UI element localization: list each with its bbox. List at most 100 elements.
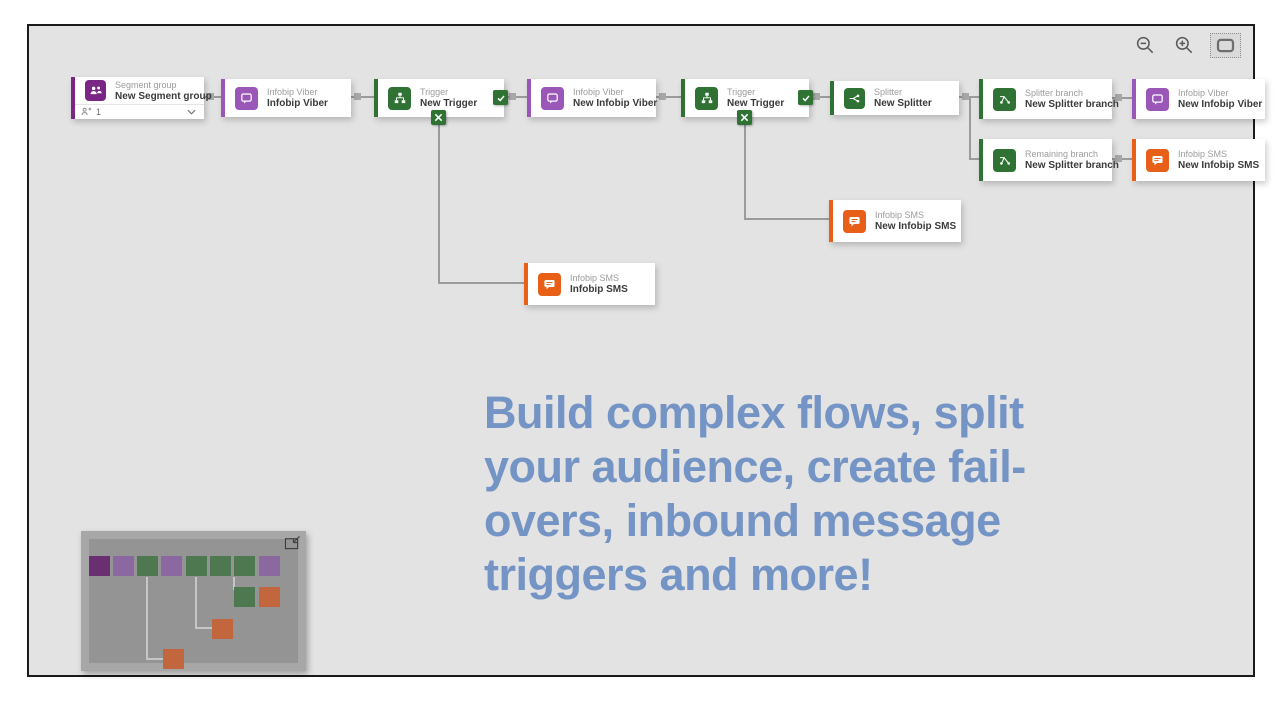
connector [656,96,681,98]
sms-chat-icon [538,272,561,296]
person-add-icon [81,106,92,119]
node-accent [979,139,983,181]
flow-node-segment-group[interactable]: Segment group New Segment group 1 [71,77,212,119]
connector-port [509,93,516,100]
connector-port [1115,94,1122,101]
flow-node-viber-2[interactable]: Infobip Viber New Infobip Viber [527,79,658,117]
node-name-label: New Trigger [420,97,478,109]
node-type-label: Splitter branch [1025,87,1084,98]
splitter-icon [844,87,865,109]
minimap-node [163,649,184,669]
node-type-label: Trigger [727,86,756,97]
flow-node-viber-1[interactable]: Infobip Viber Infobip Viber [221,79,351,117]
node-accent [1132,139,1136,181]
node-name-label: New Splitter branch [1025,98,1119,110]
connector-port [659,93,666,100]
connector [969,96,971,160]
connector [438,282,524,284]
node-type-label: Trigger [420,86,449,97]
node-name-label: New Infobip Viber [1178,98,1263,110]
node-type-label: Infobip Viber [573,86,624,97]
canvas-toolbar [1132,32,1241,58]
connector [351,96,375,98]
flow-node-sms-1[interactable]: Infobip SMS New Infobip SMS [1132,139,1265,181]
node-accent [829,200,833,242]
flow-node-viber-3[interactable]: Infobip Viber New Infobip Viber [1132,79,1265,119]
minimap[interactable] [81,531,306,671]
zoom-in-button[interactable] [1171,32,1197,58]
minimap-line [146,577,148,660]
node-name-label: New Infobip Viber [573,97,658,109]
minimap-line [146,658,163,660]
node-accent [681,79,685,117]
flow-node-sms-2[interactable]: Infobip SMS New Infobip SMS [829,200,961,242]
fit-to-screen-button[interactable] [1210,32,1241,58]
node-type-label: Infobip SMS [875,209,925,220]
minimap-node [210,556,231,576]
zoom-out-button[interactable] [1132,32,1158,58]
connector [744,218,829,220]
minimap-node [234,556,255,576]
node-accent [221,79,225,117]
connector-port [962,93,969,100]
segment-group-icon [85,80,106,101]
trigger-positive-badge[interactable] [493,90,508,105]
flow-canvas[interactable]: Segment group New Segment group 1 Infobi… [27,24,1265,677]
node-accent [830,81,834,115]
chevron-down-icon[interactable] [187,107,196,117]
minimap-line [195,577,197,629]
minimap-node [212,619,233,639]
viber-chat-icon [235,86,258,110]
promo-caption: Build complex flows, split your audience… [484,387,1026,600]
audience-row[interactable]: 1 [75,104,204,119]
connector [1112,97,1132,99]
node-type-label: Infobip SMS [570,272,620,283]
node-accent [374,79,378,117]
node-name-label: New Splitter branch [1025,159,1119,171]
trigger-negative-badge[interactable] [737,110,752,125]
minimap-node [113,556,134,576]
node-name-label: New Infobip SMS [1178,159,1260,171]
node-name-label: New Infobip SMS [875,220,957,232]
connector [438,124,440,284]
node-name-label: New Trigger [727,97,785,109]
node-accent [1132,79,1136,119]
flow-node-remaining-branch[interactable]: Remaining branch New Splitter branch [979,139,1119,181]
sms-chat-icon [843,209,866,233]
trigger-icon [695,86,718,110]
minimap-node [161,556,182,576]
node-accent [524,263,528,305]
node-type-label: Infobip Viber [267,86,318,97]
connector [969,158,979,160]
connector-port [354,93,361,100]
node-type-label: Infobip Viber [1178,87,1229,98]
minimap-collapse-button[interactable] [284,535,301,550]
flow-node-splitter-branch[interactable]: Splitter branch New Splitter branch [979,79,1119,119]
connector-port [1115,155,1122,162]
connector-port [813,93,820,100]
branch-icon [993,87,1016,111]
trigger-negative-badge[interactable] [431,110,446,125]
minimap-node [259,587,280,607]
flow-node-sms-3[interactable]: Infobip SMS Infobip SMS [524,263,655,305]
node-type-label: Splitter [874,86,903,97]
node-accent [71,77,75,119]
sms-chat-icon [1146,148,1169,172]
connector [1112,158,1132,160]
trigger-icon [388,86,411,110]
audience-count: 1 [96,107,102,117]
minimap-node [89,556,110,576]
flow-node-splitter[interactable]: Splitter New Splitter [830,81,959,115]
minimap-viewport[interactable] [89,539,298,669]
trigger-positive-badge[interactable] [798,90,813,105]
branch-icon [993,148,1016,172]
node-type-label: Remaining branch [1025,148,1099,159]
node-accent [979,79,983,119]
connector-port [207,93,214,100]
minimap-node [234,587,255,607]
node-type-label: Segment group [115,80,177,90]
viber-chat-icon [1146,87,1169,111]
flow-node-trigger-1[interactable]: Trigger New Trigger [374,79,508,125]
flow-node-trigger-2[interactable]: Trigger New Trigger [681,79,813,125]
minimap-node [186,556,207,576]
